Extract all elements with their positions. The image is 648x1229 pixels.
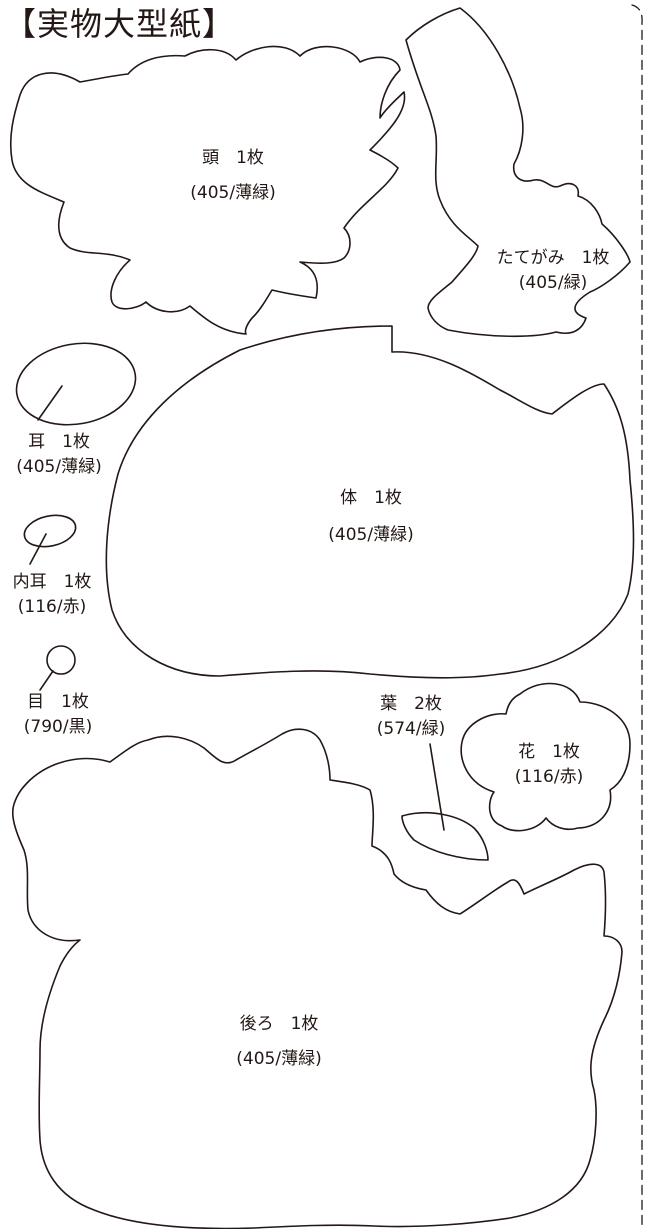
label-leaf-name: 葉 2枚	[380, 694, 442, 714]
head-piece	[9, 45, 406, 335]
label-inner-ear-color: (116/赤)	[17, 597, 87, 617]
flower-piece	[460, 682, 631, 832]
mane-piece	[405, 7, 631, 338]
label-head-color: (405/薄緑)	[190, 183, 276, 203]
label-ear-color: (405/薄緑)	[16, 457, 102, 477]
label-ear: 耳 1枚 (405/薄緑)	[4, 430, 114, 480]
label-body-name: 体 1枚	[340, 488, 402, 508]
cut-line	[631, 4, 643, 1226]
ear-piece	[15, 342, 137, 426]
label-mane-name: たてがみ 1枚	[496, 248, 610, 268]
label-leaf: 葉 2枚 (574/緑)	[356, 692, 466, 742]
label-ear-name: 耳 1枚	[28, 432, 90, 452]
label-flower: 花 1枚 (116/赤)	[494, 740, 604, 790]
leaf-piece	[401, 812, 489, 861]
label-back: 後ろ 1枚 (405/薄緑)	[214, 1012, 344, 1072]
eye-piece	[46, 645, 76, 675]
body-piece	[105, 325, 635, 679]
page-title: 【実物大型紙】	[4, 5, 236, 43]
label-flower-name: 花 1枚	[518, 742, 580, 762]
label-eye-color: (790/黒)	[23, 717, 93, 737]
inner-ear-piece	[23, 514, 77, 548]
label-head-name: 頭 1枚	[202, 148, 264, 168]
label-back-color: (405/薄緑)	[236, 1049, 322, 1069]
back-piece	[11, 728, 623, 1229]
label-head: 頭 1枚 (405/薄緑)	[168, 146, 298, 206]
label-leaf-color: (574/緑)	[376, 719, 446, 739]
label-eye: 目 1枚 (790/黒)	[6, 690, 110, 740]
label-inner-ear-name: 内耳 1枚	[12, 572, 92, 592]
label-mane: たてがみ 1枚 (405/緑)	[480, 246, 626, 296]
label-body: 体 1枚 (405/薄緑)	[306, 486, 436, 548]
label-eye-name: 目 1枚	[27, 692, 89, 712]
label-body-color: (405/薄緑)	[328, 525, 414, 545]
label-flower-color: (116/赤)	[514, 767, 584, 787]
label-inner-ear: 内耳 1枚 (116/赤)	[0, 570, 104, 620]
label-mane-color: (405/緑)	[518, 273, 588, 293]
label-back-name: 後ろ 1枚	[239, 1014, 319, 1034]
